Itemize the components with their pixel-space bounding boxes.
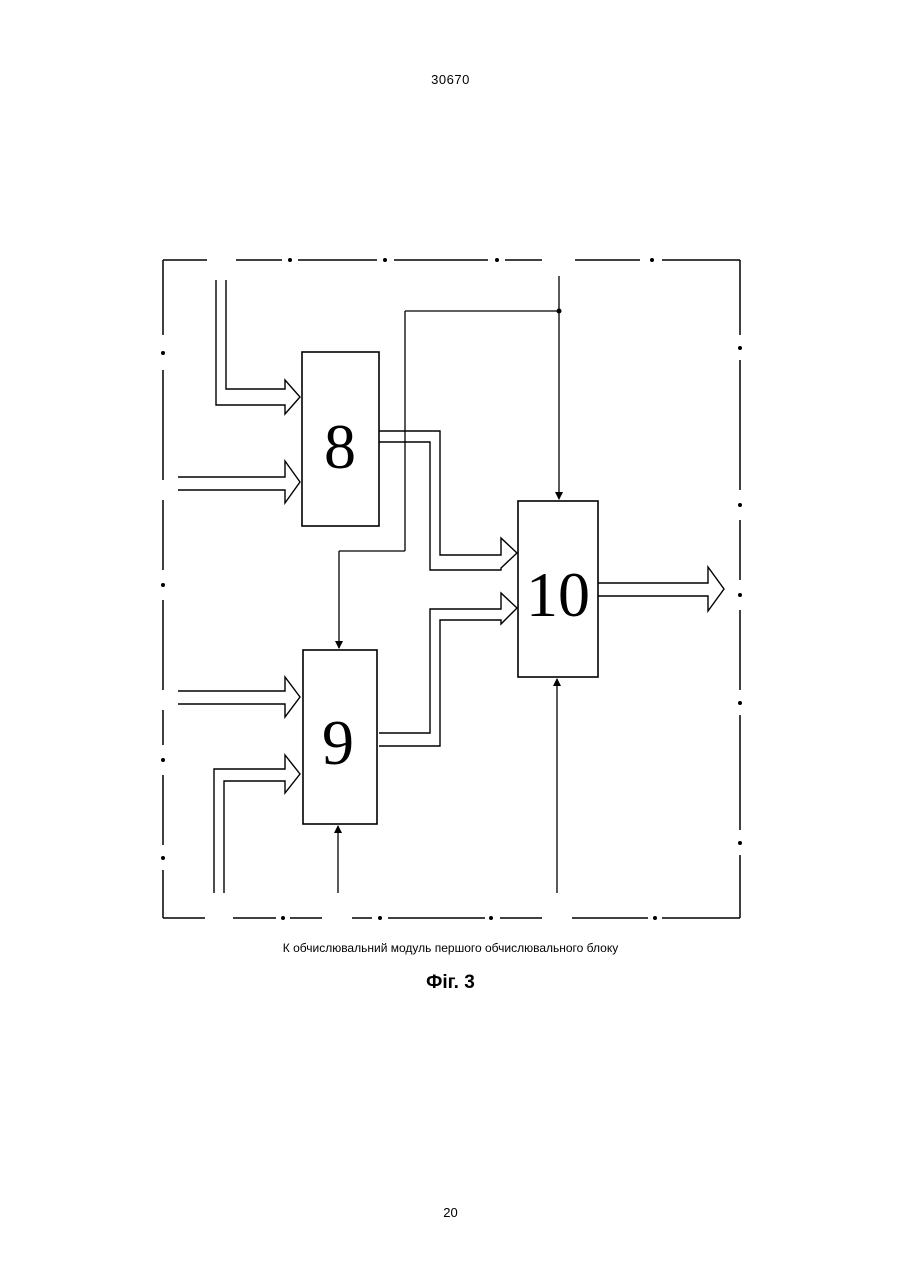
junction-dot <box>557 309 562 314</box>
boundary-dots <box>161 258 742 920</box>
module-boundary <box>163 260 740 918</box>
block-10-label: 10 <box>526 559 590 630</box>
block-9-label: 9 <box>322 707 354 778</box>
bus-8-to-10 <box>379 431 517 570</box>
bus-arrows <box>178 280 724 893</box>
bus-input-8-left <box>178 461 300 503</box>
figure-label: Фіг. 3 <box>0 972 901 994</box>
page-number: 20 <box>0 1205 901 1220</box>
bus-input-8-top <box>216 280 300 414</box>
bus-input-9-bottom <box>214 755 300 893</box>
bus-9-to-10 <box>379 593 517 746</box>
bus-output-10 <box>598 567 724 611</box>
figure-caption: К обчислювальний модуль першого обчислюв… <box>0 941 901 955</box>
block-8-label: 8 <box>324 411 356 482</box>
bus-input-9-left <box>178 677 300 717</box>
